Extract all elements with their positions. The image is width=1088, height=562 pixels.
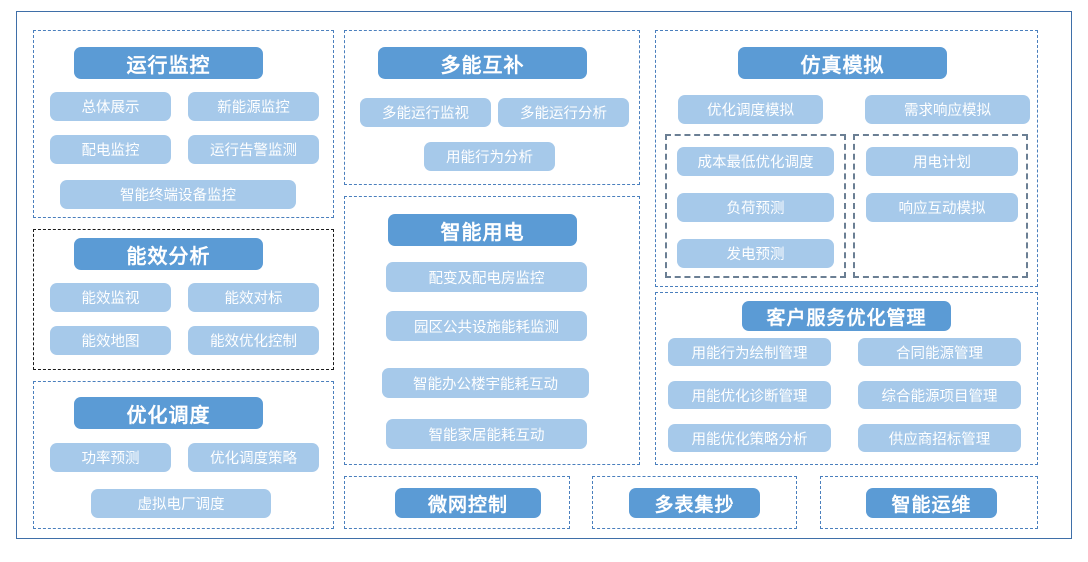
item-virtual-power-plant-dispatch[interactable]: 虚拟电厂调度 xyxy=(91,489,271,518)
group-header-simulation[interactable]: 仿真模拟 xyxy=(738,47,947,79)
item-load-forecast[interactable]: 负荷预测 xyxy=(677,193,834,222)
item-power-forecast[interactable]: 功率预测 xyxy=(50,443,171,472)
item-lowest-cost-optimal-dispatch[interactable]: 成本最低优化调度 xyxy=(677,147,834,176)
group-operation-monitoring xyxy=(33,30,334,218)
item-energy-optimization-strategy-analysis[interactable]: 用能优化策略分析 xyxy=(668,424,831,452)
group-customer-service-optimization xyxy=(655,292,1038,465)
group-smart-electricity-use xyxy=(344,196,640,465)
item-multi-energy-operation-analysis[interactable]: 多能运行分析 xyxy=(498,98,629,127)
subgroup-simulation-demand-response xyxy=(853,134,1028,278)
item-energy-efficiency-optimization-control[interactable]: 能效优化控制 xyxy=(188,326,319,355)
group-optimal-dispatch xyxy=(33,381,334,529)
group-header-multi-energy-complementary[interactable]: 多能互补 xyxy=(378,47,587,79)
item-response-interaction-simulation[interactable]: 响应互动模拟 xyxy=(866,193,1018,222)
group-energy-efficiency-analysis xyxy=(33,229,334,370)
item-demand-response-simulation[interactable]: 需求响应模拟 xyxy=(865,95,1030,124)
group-header-intelligent-operation-maintenance[interactable]: 智能运维 xyxy=(866,488,997,518)
item-new-energy-monitoring[interactable]: 新能源监控 xyxy=(188,92,319,121)
item-optimal-dispatch-strategy[interactable]: 优化调度策略 xyxy=(188,443,319,472)
item-supplier-bidding-management[interactable]: 供应商招标管理 xyxy=(858,424,1021,452)
item-optimal-dispatch-simulation[interactable]: 优化调度模拟 xyxy=(678,95,823,124)
item-energy-efficiency-benchmarking[interactable]: 能效对标 xyxy=(188,283,319,312)
group-intelligent-operation-maintenance xyxy=(820,476,1038,529)
group-microgrid-control xyxy=(344,476,570,529)
item-energy-efficiency-monitoring[interactable]: 能效监视 xyxy=(50,283,171,312)
item-smart-home-energy-interaction[interactable]: 智能家居能耗互动 xyxy=(386,419,587,449)
item-contract-energy-management[interactable]: 合同能源管理 xyxy=(858,338,1021,366)
subgroup-simulation-dispatch xyxy=(665,134,846,278)
group-multi-meter-reading xyxy=(592,476,797,529)
group-header-smart-electricity-use[interactable]: 智能用电 xyxy=(388,214,577,246)
item-multi-energy-operation-monitoring[interactable]: 多能运行监视 xyxy=(360,98,491,127)
item-smart-terminal-device-monitoring[interactable]: 智能终端设备监控 xyxy=(60,180,296,209)
item-electricity-use-plan[interactable]: 用电计划 xyxy=(866,147,1018,176)
item-energy-optimization-diagnosis-management[interactable]: 用能优化诊断管理 xyxy=(668,381,831,409)
group-header-energy-efficiency-analysis[interactable]: 能效分析 xyxy=(74,238,263,270)
item-integrated-energy-project-management[interactable]: 综合能源项目管理 xyxy=(858,381,1021,409)
group-multi-energy-complementary xyxy=(344,30,640,185)
item-generation-forecast[interactable]: 发电预测 xyxy=(677,239,834,268)
item-park-public-facility-energy-monitoring[interactable]: 园区公共设施能耗监测 xyxy=(386,311,587,341)
item-operation-alarm-monitoring[interactable]: 运行告警监测 xyxy=(188,135,319,164)
group-header-optimal-dispatch[interactable]: 优化调度 xyxy=(74,397,263,429)
item-smart-office-building-energy-interaction[interactable]: 智能办公楼宇能耗互动 xyxy=(382,368,589,398)
item-energy-use-behavior-analysis[interactable]: 用能行为分析 xyxy=(424,142,555,171)
group-header-microgrid-control[interactable]: 微网控制 xyxy=(395,488,541,518)
group-header-operation-monitoring[interactable]: 运行监控 xyxy=(74,47,263,79)
item-energy-use-behavior-profiling-management[interactable]: 用能行为绘制管理 xyxy=(668,338,831,366)
item-energy-efficiency-map[interactable]: 能效地图 xyxy=(50,326,171,355)
group-header-multi-meter-reading[interactable]: 多表集抄 xyxy=(629,488,760,518)
group-header-customer-service-optimization[interactable]: 客户服务优化管理 xyxy=(742,301,951,331)
item-distribution-monitoring[interactable]: 配电监控 xyxy=(50,135,171,164)
group-simulation xyxy=(655,30,1038,287)
item-transformer-substation-monitoring[interactable]: 配变及配电房监控 xyxy=(386,262,587,292)
item-overall-display[interactable]: 总体展示 xyxy=(50,92,171,121)
